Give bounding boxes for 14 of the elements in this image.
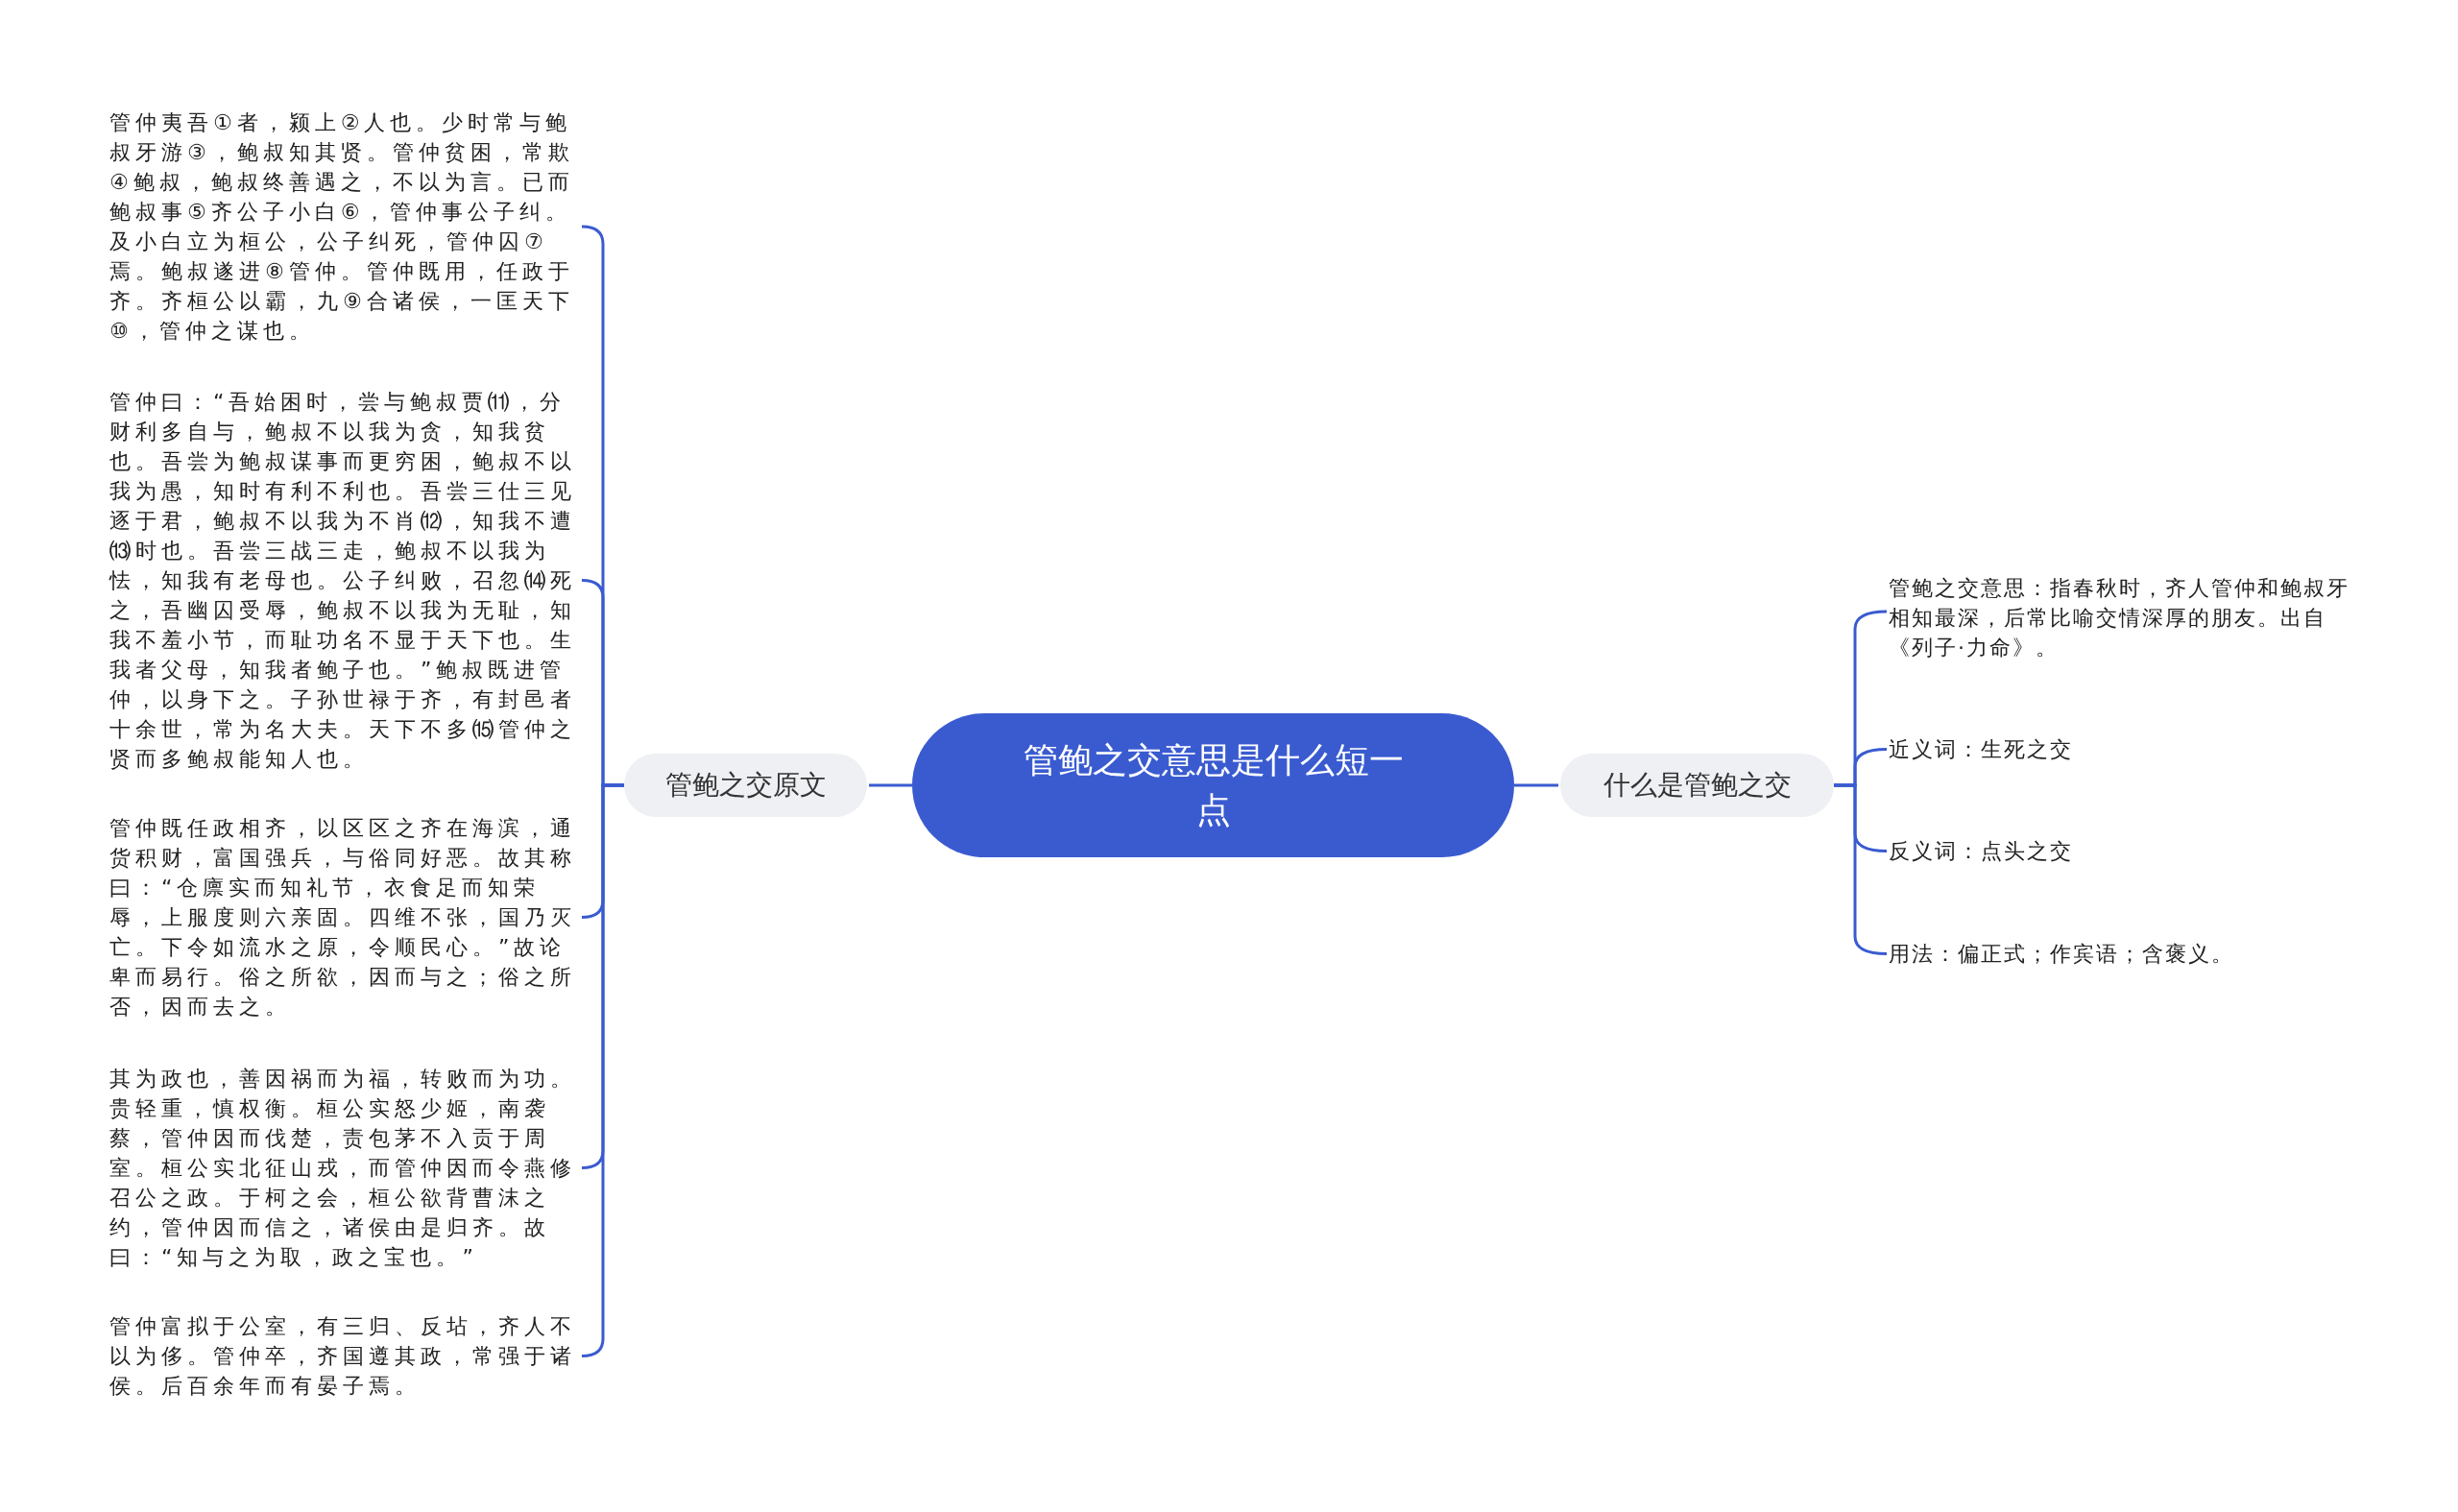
connector-line <box>1514 783 1558 787</box>
topic-text: 管仲夷吾①者，颍上②人也。少时常与鲍叔牙游③，鲍叔知其贤。管仲贫困，常欺④鲍叔，鲍叔终善遇之，不以为言。已而鲍叔事⑤齐公子小白⑥，管仲事公子纠。及小白立为桓公，公子纠死，管仲囚⑦焉。鲍叔遂进⑧管仲。管仲既用，任政于齐。齐桓公以霸，九⑨合诸侯，一匡天下⑩，管仲之谋也。 <box>109 108 580 346</box>
connector-line <box>869 783 912 787</box>
central-topic: 管鲍之交意思是什么短一点 <box>912 713 1514 857</box>
topic-text: 管仲富拟于公室，有三归、反坫，齐人不以为侈。管仲卒，齐国遵其政，常强于诸侯。后百余年而有晏子焉。 <box>109 1311 580 1401</box>
topic-text: 管仲曰：“吾始困时，尝与鲍叔贾⑾，分财利多自与，鲍叔不以我为贪，知我贫也。吾尝为鲍叔谋事而更穷困，鲍叔不以我为愚，知时有利不利也。吾尝三仕三见逐于君，鲍叔不以我为不肖⑿，知我不遭⒀时也。吾尝三战三走，鲍叔不以我为怯，知我有老母也。公子纠败，召忽⒁死之，吾幽囚受辱，鲍叔不以我为无耻，知我不羞小节，而耻功名不显于天下也。生我者父母，知我者鲍子也。”鲍叔既进管仲，以身下之。子孙世禄于齐，有封邑者十余世，常为名大夫。天下不多⒂管仲之贤而多鲍叔能知人也。 <box>109 387 580 774</box>
topic-text: 近义词：生死之交 <box>1889 734 2369 764</box>
branch-topic: 管鲍之交原文 <box>624 754 867 817</box>
topic-text: 用法：偏正式；作宾语；含褒义。 <box>1889 939 2369 969</box>
topic-text: 其为政也，善因祸而为福，转败而为功。贵轻重，慎权衡。桓公实怒少姬，南袭蔡，管仲因而伐楚，责包茅不入贡于周室。桓公实北征山戎，而管仲因而令燕修召公之政。于柯之会，桓公欲背曹沫之约，管仲因而信之，诸侯由是归齐。故曰：“知与之为取，政之宝也。” <box>109 1064 580 1272</box>
topic-text: 反义词：点头之交 <box>1889 836 2369 866</box>
topic-text: 管仲既任政相齐，以区区之齐在海滨，通货积财，富国强兵，与俗同好恶。故其称曰：“仓廪实而知礼节，衣食足而知荣辱，上服度则六亲固。四维不张，国乃灭亡。下令如流水之原，令顺民心。”故论卑而易行。俗之所欲，因而与之；俗之所否，因而去之。 <box>109 813 580 1021</box>
topic-text: 管鲍之交意思：指春秋时，齐人管仲和鲍叔牙相知最深，后常比喻交情深厚的朋友。出自《列子·力命》。 <box>1889 573 2369 662</box>
branch-topic: 什么是管鲍之交 <box>1560 754 1834 817</box>
